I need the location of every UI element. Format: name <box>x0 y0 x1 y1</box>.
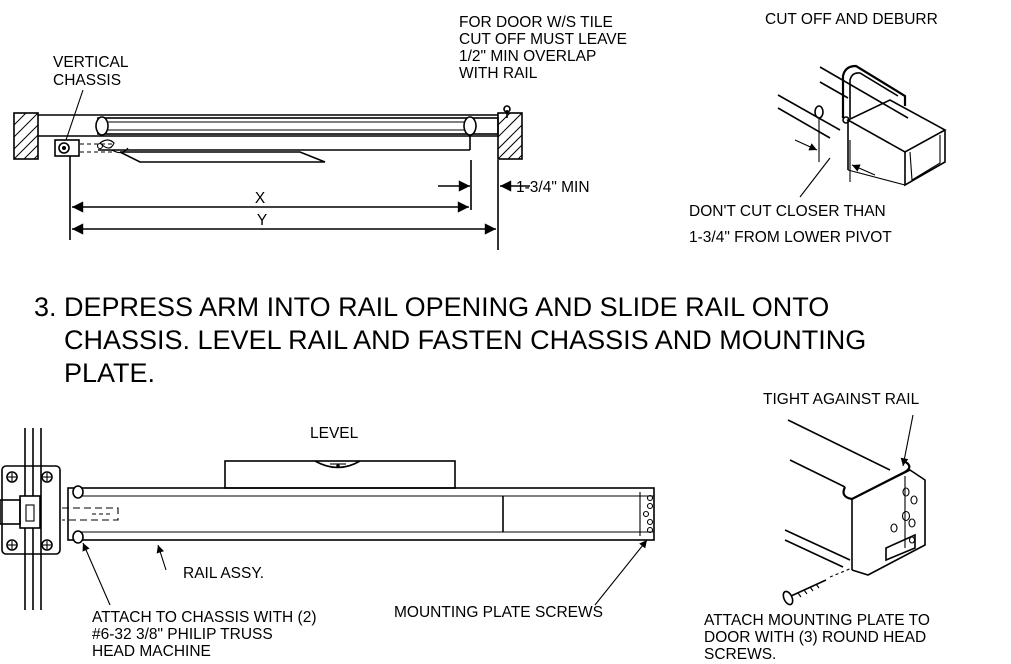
level-tool <box>224 460 456 489</box>
rail-assy-label: RAIL ASSY. <box>183 565 264 582</box>
step3-line-1: 3. DEPRESS ARM INTO RAIL OPENING AND SLI… <box>34 292 829 322</box>
step3-line-2: CHASSIS. LEVEL RAIL AND FASTEN CHASSIS A… <box>64 325 866 355</box>
vertical-chassis-label-1: VERTICAL <box>53 54 129 71</box>
bottom-left-rail-drawing <box>0 428 655 610</box>
dont-cut-line-2: 1-3/4" FROM LOWER PIVOT <box>689 229 892 246</box>
top-right-cutoff-drawing <box>777 64 947 198</box>
chassis-block <box>54 139 80 157</box>
level-label: LEVEL <box>310 425 359 442</box>
attach-chassis-line-1: ATTACH TO CHASSIS WITH (2) <box>92 609 316 626</box>
tile-note-line-3: 1/2" MIN OVERLAP <box>459 48 596 65</box>
bottom-right-mounting-plate-drawing <box>782 414 926 606</box>
tile-note-line-1: FOR DOOR W/S TILE <box>459 14 613 31</box>
attach-plate-line-2: DOOR WITH (3) ROUND HEAD <box>704 629 926 646</box>
mounting-plate-screws-label: MOUNTING PLATE SCREWS <box>394 604 603 621</box>
rail-body <box>97 117 499 135</box>
cut-off-label: CUT OFF AND DEBURR <box>765 11 938 28</box>
dimension-y-label: Y <box>257 212 267 229</box>
vertical-chassis-label-2: CHASSIS <box>53 72 121 89</box>
tile-note-line-4: WITH RAIL <box>459 65 538 82</box>
top-left-section-drawing <box>13 89 530 250</box>
dont-cut-line-1: DON'T CUT CLOSER THAN <box>689 203 886 220</box>
attach-chassis-line-3: HEAD MACHINE <box>92 643 211 660</box>
mounting-plate <box>851 469 926 576</box>
tile-note-line-2: CUT OFF MUST LEAVE <box>459 31 627 48</box>
right-wall <box>497 112 523 160</box>
min-dimension-label: 1-3/4" MIN <box>516 179 590 196</box>
left-wall <box>13 112 39 160</box>
step3-line-3: PLATE. <box>64 358 155 388</box>
attach-chassis-line-2: #6-32 3/8" PHILIP TRUSS <box>92 626 273 643</box>
attach-plate-line-1: ATTACH MOUNTING PLATE TO <box>704 612 930 629</box>
tight-against-rail-label: TIGHT AGAINST RAIL <box>763 391 920 408</box>
attach-plate-line-3: SCREWS. <box>704 646 776 663</box>
chassis-plate <box>1 465 61 555</box>
dimension-x-label: X <box>255 190 266 207</box>
